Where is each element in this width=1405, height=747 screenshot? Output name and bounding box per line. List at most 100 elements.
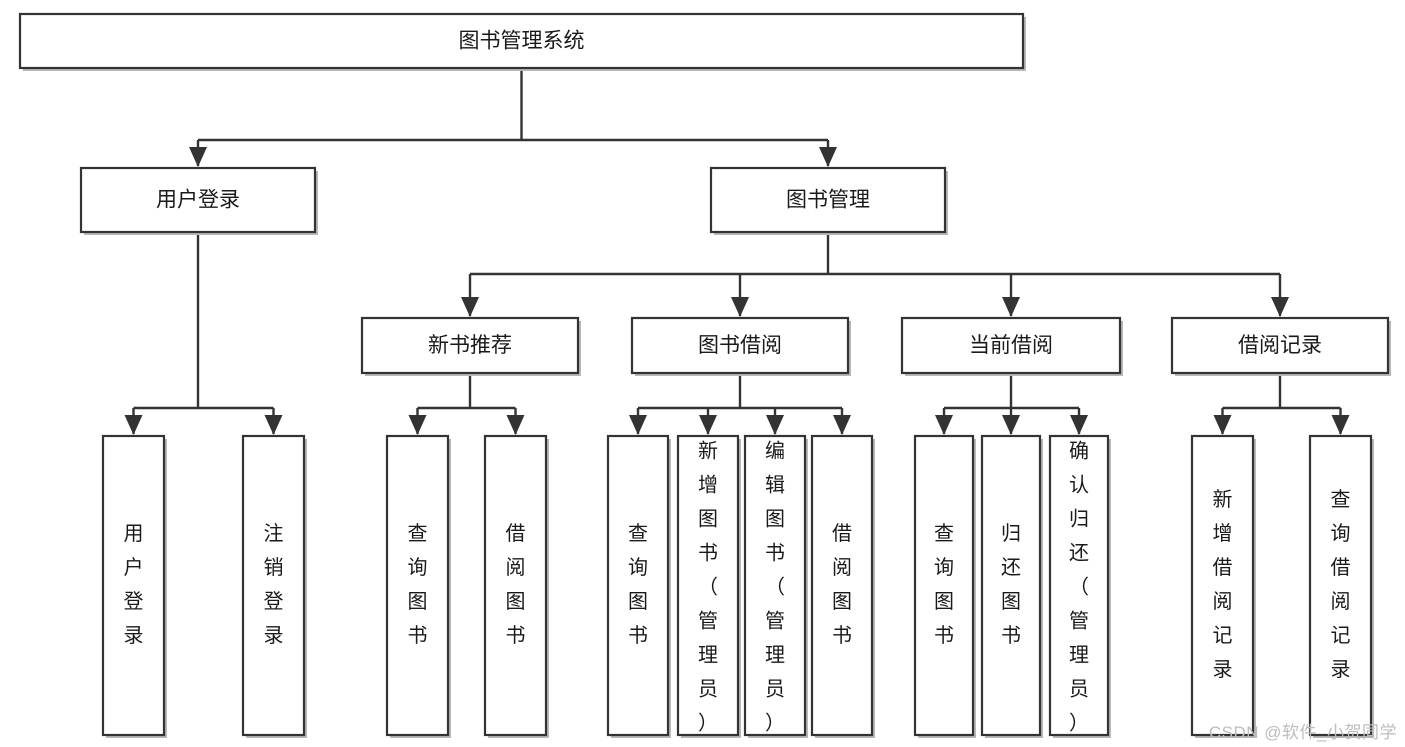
node-label-char: 图 xyxy=(506,591,526,613)
node-rect[interactable] xyxy=(676,434,740,737)
arrow-head-icon xyxy=(766,415,784,435)
node-label-char: 查 xyxy=(1331,488,1351,511)
arrow-head-icon xyxy=(1331,415,1350,435)
node-rect[interactable] xyxy=(980,434,1042,737)
node-label-char: 认 xyxy=(1069,473,1089,496)
node-label-char: 书 xyxy=(765,541,785,564)
node-label-char: 员 xyxy=(698,678,718,700)
node-label-char: 管 xyxy=(698,609,718,632)
node-rect[interactable] xyxy=(630,316,850,375)
node-rect[interactable] xyxy=(1048,434,1110,737)
node-rect[interactable] xyxy=(1308,434,1373,737)
node-rect[interactable] xyxy=(18,12,1025,70)
node-rect[interactable] xyxy=(1170,316,1390,375)
node-label-char: 归 xyxy=(1001,522,1021,545)
node-label-char: 书 xyxy=(1001,624,1021,647)
node-level3-3[interactable]: 借阅记录 xyxy=(1170,316,1391,376)
node-level3-1[interactable]: 图书借阅 xyxy=(630,316,851,376)
node-rect[interactable] xyxy=(360,316,580,375)
node-label-char: 书 xyxy=(832,624,852,647)
node-label-char: 员 xyxy=(765,678,785,700)
node-rect[interactable] xyxy=(606,434,670,737)
node-rect[interactable] xyxy=(101,434,166,737)
node-rect[interactable] xyxy=(913,434,975,737)
node-label-char: 阅 xyxy=(506,556,526,579)
node-label-char: 借 xyxy=(1213,556,1233,579)
arrow-head-icon xyxy=(819,147,837,167)
node-level3-0[interactable]: 新书推荐 xyxy=(360,316,581,376)
node-rect[interactable] xyxy=(241,434,306,737)
arrow-head-icon xyxy=(1070,415,1088,435)
node-label-char: ） xyxy=(698,711,718,734)
arrow-head-icon xyxy=(408,415,427,435)
node-rect[interactable] xyxy=(743,434,807,737)
node-label-char: 还 xyxy=(1069,541,1089,564)
node-label-char: 管 xyxy=(1069,609,1089,632)
node-label-char: 图 xyxy=(408,591,428,613)
node-label: 借阅记录 xyxy=(1238,334,1322,357)
node-label-char: ） xyxy=(765,711,785,734)
node-label-char: 录 xyxy=(1331,659,1351,681)
node-rect[interactable] xyxy=(900,316,1122,375)
node-label-char: 图 xyxy=(628,591,648,613)
node-label-char: 销 xyxy=(264,556,284,579)
node-label: 图书管理系统 xyxy=(459,30,585,53)
node-rect[interactable] xyxy=(810,434,874,737)
node-label-char: 新 xyxy=(698,439,718,462)
node-label-char: 增 xyxy=(698,473,718,496)
node-rect[interactable] xyxy=(385,434,450,737)
node-label-char: 登 xyxy=(264,590,284,613)
node-label-char: 确 xyxy=(1069,439,1089,462)
node-label: 当前借阅 xyxy=(969,334,1053,357)
arrow-head-icon xyxy=(1002,297,1020,317)
node-label-char: 图 xyxy=(1001,591,1021,613)
node-rect[interactable] xyxy=(709,166,947,234)
node-label: 图书管理 xyxy=(786,189,870,212)
node-label-char: 借 xyxy=(832,522,852,545)
node-label-char: 查 xyxy=(934,522,954,545)
connectors-layer xyxy=(124,68,1350,435)
node-label-char: 询 xyxy=(1331,522,1351,545)
node-level2-1[interactable]: 图书管理 xyxy=(709,166,948,235)
arrow-head-icon xyxy=(506,415,525,435)
node-label-char: 编 xyxy=(765,439,785,462)
node-label-char: 阅 xyxy=(1331,590,1351,613)
arrow-head-icon xyxy=(629,415,647,435)
node-label-char: 询 xyxy=(934,556,954,579)
node-label-char: 询 xyxy=(408,556,428,579)
node-label-char: 用 xyxy=(124,523,144,545)
node-label-char: 录 xyxy=(264,625,284,647)
node-rect[interactable] xyxy=(79,166,317,234)
node-leaf-0[interactable]: 用户登录 xyxy=(101,434,167,738)
node-label-char: 理 xyxy=(698,644,718,666)
node-label-char: 还 xyxy=(1001,556,1021,579)
node-rect[interactable] xyxy=(483,434,548,737)
node-label-char: 书 xyxy=(628,624,648,647)
node-label-char: 查 xyxy=(628,522,648,545)
node-label-char: 记 xyxy=(1331,624,1351,647)
arrow-head-icon xyxy=(833,415,851,435)
node-label: 新书推荐 xyxy=(428,334,512,357)
arrow-head-icon xyxy=(189,147,207,167)
node-label-char: 增 xyxy=(1213,522,1233,545)
node-label-char: 阅 xyxy=(1213,590,1233,613)
node-rect[interactable] xyxy=(1190,434,1255,737)
arrow-head-icon xyxy=(1271,297,1289,317)
node-level3-2[interactable]: 当前借阅 xyxy=(900,316,1123,376)
node-label-char: 借 xyxy=(506,522,526,545)
node-level2-0[interactable]: 用户登录 xyxy=(79,166,318,235)
node-root-book-management-system[interactable]: 图书管理系统 xyxy=(18,12,1026,71)
